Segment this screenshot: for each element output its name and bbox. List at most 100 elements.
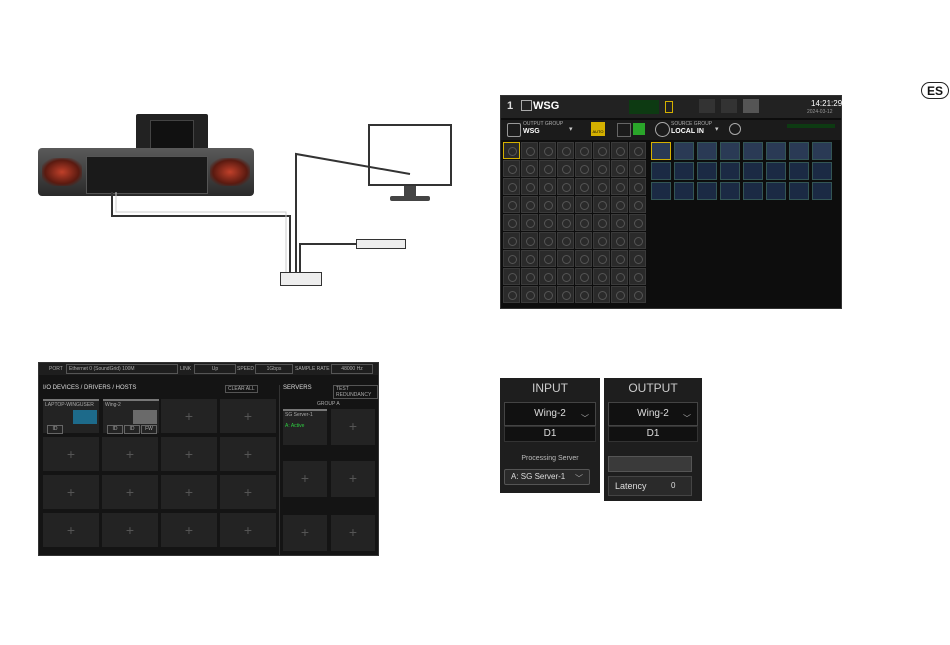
patch-cell[interactable] xyxy=(575,178,592,195)
patch-cell[interactable] xyxy=(521,232,538,249)
patch-cell[interactable] xyxy=(557,160,574,177)
patch-cell[interactable] xyxy=(539,196,556,213)
patch-cell[interactable] xyxy=(521,178,538,195)
patch-cell[interactable] xyxy=(557,268,574,285)
source-cell[interactable] xyxy=(674,182,694,200)
patch-cell[interactable] xyxy=(539,232,556,249)
empty-server-slot[interactable]: + xyxy=(283,515,327,551)
server-tile[interactable]: SG Server-1 A: Active xyxy=(283,409,327,445)
patch-cell[interactable] xyxy=(575,142,592,159)
empty-device-slot[interactable]: + xyxy=(43,513,99,547)
patch-cell[interactable] xyxy=(557,142,574,159)
patch-cell[interactable] xyxy=(593,196,610,213)
patch-cell[interactable] xyxy=(521,214,538,231)
patch-cell[interactable] xyxy=(575,160,592,177)
patch-cell[interactable] xyxy=(521,160,538,177)
empty-device-slot[interactable]: + xyxy=(220,513,276,547)
empty-device-slot[interactable]: + xyxy=(102,437,158,471)
patch-cell[interactable] xyxy=(593,268,610,285)
source-cell[interactable] xyxy=(789,142,809,160)
patch-cell[interactable] xyxy=(539,286,556,303)
empty-server-slot[interactable]: + xyxy=(331,515,375,551)
patch-cell[interactable] xyxy=(629,250,646,267)
patch-cell[interactable] xyxy=(593,232,610,249)
source-cell[interactable] xyxy=(720,142,740,160)
source-group-value[interactable]: LOCAL IN xyxy=(671,128,704,135)
patch-cell[interactable] xyxy=(593,214,610,231)
patch-cell[interactable] xyxy=(503,286,520,303)
source-cell[interactable] xyxy=(766,142,786,160)
lock-toggle-icon[interactable] xyxy=(617,123,631,137)
source-cell[interactable] xyxy=(674,142,694,160)
patch-cell[interactable] xyxy=(629,178,646,195)
patch-cell[interactable] xyxy=(611,250,628,267)
patch-cell[interactable] xyxy=(629,268,646,285)
chevron-down-icon[interactable]: ▾ xyxy=(715,126,719,133)
patch-cell[interactable] xyxy=(611,232,628,249)
test-redundancy-button[interactable]: TEST REDUNDANCY xyxy=(333,385,378,399)
patch-cell[interactable] xyxy=(521,196,538,213)
patch-cell[interactable] xyxy=(593,178,610,195)
patch-cell[interactable] xyxy=(539,160,556,177)
id-button[interactable]: ID xyxy=(107,425,123,434)
source-cell[interactable] xyxy=(812,182,832,200)
patch-cell[interactable] xyxy=(503,160,520,177)
fw-button[interactable]: FW xyxy=(141,425,157,434)
empty-server-slot[interactable]: + xyxy=(331,461,375,497)
source-cell[interactable] xyxy=(766,182,786,200)
patch-cell[interactable] xyxy=(557,196,574,213)
output-group-value[interactable]: WSG xyxy=(523,128,540,135)
latency-value[interactable]: 0 xyxy=(671,481,676,490)
source-cell[interactable] xyxy=(674,162,694,180)
unlock-toggle-icon[interactable] xyxy=(633,123,645,135)
empty-device-slot[interactable]: + xyxy=(161,437,217,471)
source-cell[interactable] xyxy=(651,142,671,160)
input-channel[interactable]: D1 xyxy=(504,426,596,442)
processing-server-select[interactable]: A: SG Server-1 ﹀ xyxy=(504,469,590,485)
empty-device-slot[interactable]: + xyxy=(43,437,99,471)
patch-cell[interactable] xyxy=(593,160,610,177)
patch-cell[interactable] xyxy=(557,286,574,303)
source-cell[interactable] xyxy=(697,182,717,200)
patch-cell[interactable] xyxy=(629,214,646,231)
id-button[interactable]: ID xyxy=(47,425,63,434)
close-icon[interactable] xyxy=(729,123,741,135)
patch-cell[interactable] xyxy=(629,196,646,213)
empty-device-slot[interactable]: + xyxy=(102,513,158,547)
patch-cell[interactable] xyxy=(575,268,592,285)
patch-cell[interactable] xyxy=(539,268,556,285)
patch-cell[interactable] xyxy=(557,250,574,267)
routing-icon[interactable] xyxy=(699,99,715,113)
source-cell[interactable] xyxy=(789,162,809,180)
source-cell[interactable] xyxy=(766,162,786,180)
source-cell[interactable] xyxy=(697,162,717,180)
patch-cell[interactable] xyxy=(539,214,556,231)
patch-cell[interactable] xyxy=(629,232,646,249)
patch-cell[interactable] xyxy=(539,142,556,159)
patch-cell[interactable] xyxy=(611,160,628,177)
patch-cell[interactable] xyxy=(503,232,520,249)
patch-cell[interactable] xyxy=(575,250,592,267)
patch-cell[interactable] xyxy=(557,232,574,249)
patch-cell[interactable] xyxy=(611,178,628,195)
output-channel[interactable]: D1 xyxy=(608,426,698,442)
source-cell[interactable] xyxy=(651,162,671,180)
input-device-select[interactable]: Wing-2 ﹀ xyxy=(504,402,596,426)
empty-server-slot[interactable]: + xyxy=(283,461,327,497)
empty-device-slot[interactable]: + xyxy=(161,399,217,433)
clear-all-button[interactable]: CLEAR ALL xyxy=(225,385,258,393)
patch-cell[interactable] xyxy=(503,214,520,231)
output-device-select[interactable]: Wing-2 ﹀ xyxy=(608,402,698,426)
empty-device-slot[interactable]: + xyxy=(161,513,217,547)
patch-cell[interactable] xyxy=(575,196,592,213)
source-cell[interactable] xyxy=(812,142,832,160)
patch-cell[interactable] xyxy=(629,160,646,177)
port-select[interactable]: Ethernet 0 (SoundGrid) 100M xyxy=(66,364,178,374)
patch-cell[interactable] xyxy=(557,214,574,231)
source-cell[interactable] xyxy=(743,142,763,160)
empty-device-slot[interactable]: + xyxy=(220,475,276,509)
source-cell[interactable] xyxy=(720,162,740,180)
empty-device-slot[interactable]: + xyxy=(43,475,99,509)
patch-cell[interactable] xyxy=(557,178,574,195)
patch-cell[interactable] xyxy=(611,286,628,303)
